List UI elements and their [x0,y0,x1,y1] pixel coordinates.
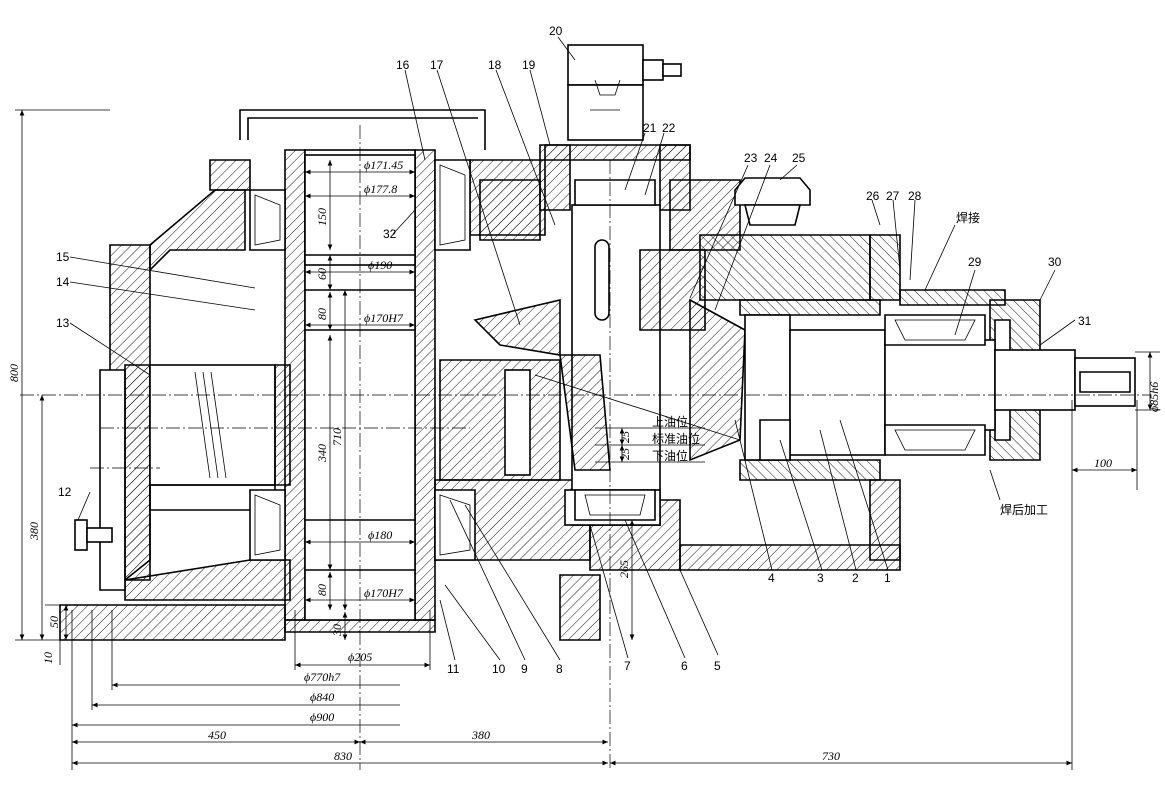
dim-v710: 710 [330,428,344,446]
guard-frame [239,109,486,150]
part-label-25: 25 [792,151,806,165]
oil-level-lower: 下油位 [652,448,688,463]
part-label-4: 4 [768,571,775,585]
part-label-20: 20 [549,24,563,38]
oil-level-upper: 上油位 [652,414,688,429]
breather-cap [734,177,811,226]
part-label-8: 8 [556,662,563,676]
part-label-12: 12 [58,485,72,499]
dim-v800: 800 [7,364,21,382]
part-label-31: 31 [1078,314,1092,328]
drain-plug [74,519,113,551]
oil-level-standard: 标准油位 [652,431,700,446]
dim-h730: 730 [822,749,840,763]
part-label-2: 2 [852,571,859,585]
dim-d170b: ϕ170H7 [364,586,404,600]
dim-d190: ϕ190 [368,258,392,272]
terminal-box [567,44,682,141]
part-number-labels: 1 2 3 4 5 6 7 8 9 10 11 12 13 14 15 16 1… [56,24,1092,676]
part-label-32: 32 [383,227,397,241]
part-label-17: 17 [430,58,444,72]
annotations: 焊接 焊后加工 上油位 标准油位 下油位 [652,210,1048,517]
center-lines [20,125,1150,770]
part-label-21: 21 [643,121,657,135]
dimension-texts: ϕ171.45 ϕ177.8 ϕ190 ϕ170H7 ϕ180 ϕ170H7 ϕ… [7,158,1161,763]
dim-v380l: 380 [27,522,41,541]
dim-v10: 10 [41,652,55,664]
dim-d171: ϕ171.45 [364,158,403,172]
part-label-7: 7 [624,659,631,673]
oil-level-lines [534,374,741,463]
part-label-11: 11 [447,662,460,676]
dim-v50: 50 [47,616,61,628]
dimension-lines [15,109,1160,770]
part-label-26: 26 [866,189,880,203]
part-label-29: 29 [968,255,982,269]
dim-v265: 265 [617,560,631,578]
bevel-gear-shaft [473,179,706,526]
part-label-15: 15 [56,250,70,264]
part-label-16: 16 [396,58,410,72]
part-label-27: 27 [886,189,900,203]
dim-v60: 60 [315,268,329,280]
dim-d205: ϕ205 [348,650,372,664]
part-label-13: 13 [56,316,70,330]
weld-note: 焊接 [956,210,980,225]
part-label-5: 5 [714,659,721,673]
part-label-3: 3 [817,571,824,585]
dim-v150: 150 [315,208,329,226]
dim-v80b: 80 [315,584,329,596]
input-shaft [99,189,291,591]
dim-h450: 450 [208,728,226,742]
dim-v25a: 25 [618,431,632,443]
dim-v30: 30 [330,624,344,637]
dim-d840: ϕ840 [310,690,334,704]
dim-d85: ϕ85h6 [1147,382,1161,412]
part-label-19: 19 [522,58,536,72]
machine-after-weld-note: 焊后加工 [1000,502,1048,517]
dim-v340: 340 [315,444,329,463]
dim-d900: ϕ900 [310,710,334,724]
part-label-23: 23 [744,151,758,165]
leader-lines [69,36,1076,661]
part-label-30: 30 [1048,255,1062,269]
dim-v80a: 80 [315,308,329,320]
dim-h830: 830 [334,749,352,763]
part-label-1: 1 [884,571,891,585]
part-label-24: 24 [764,151,778,165]
part-label-9: 9 [521,662,528,676]
dim-d170a: ϕ170H7 [364,311,404,325]
part-label-10: 10 [492,662,506,676]
part-label-6: 6 [681,659,688,673]
part-label-22: 22 [662,121,676,135]
dim-d180: ϕ180 [368,528,392,542]
dim-v25b: 25 [618,448,632,460]
part-label-18: 18 [488,58,502,72]
dim-d177: ϕ177.8 [364,182,397,196]
dim-h100: 100 [1094,456,1112,470]
dim-h380: 380 [471,728,490,742]
output-shaft [689,298,1136,462]
part-label-14: 14 [56,275,70,289]
dim-d770: ϕ770h7 [304,670,341,684]
part-label-28: 28 [908,189,922,203]
